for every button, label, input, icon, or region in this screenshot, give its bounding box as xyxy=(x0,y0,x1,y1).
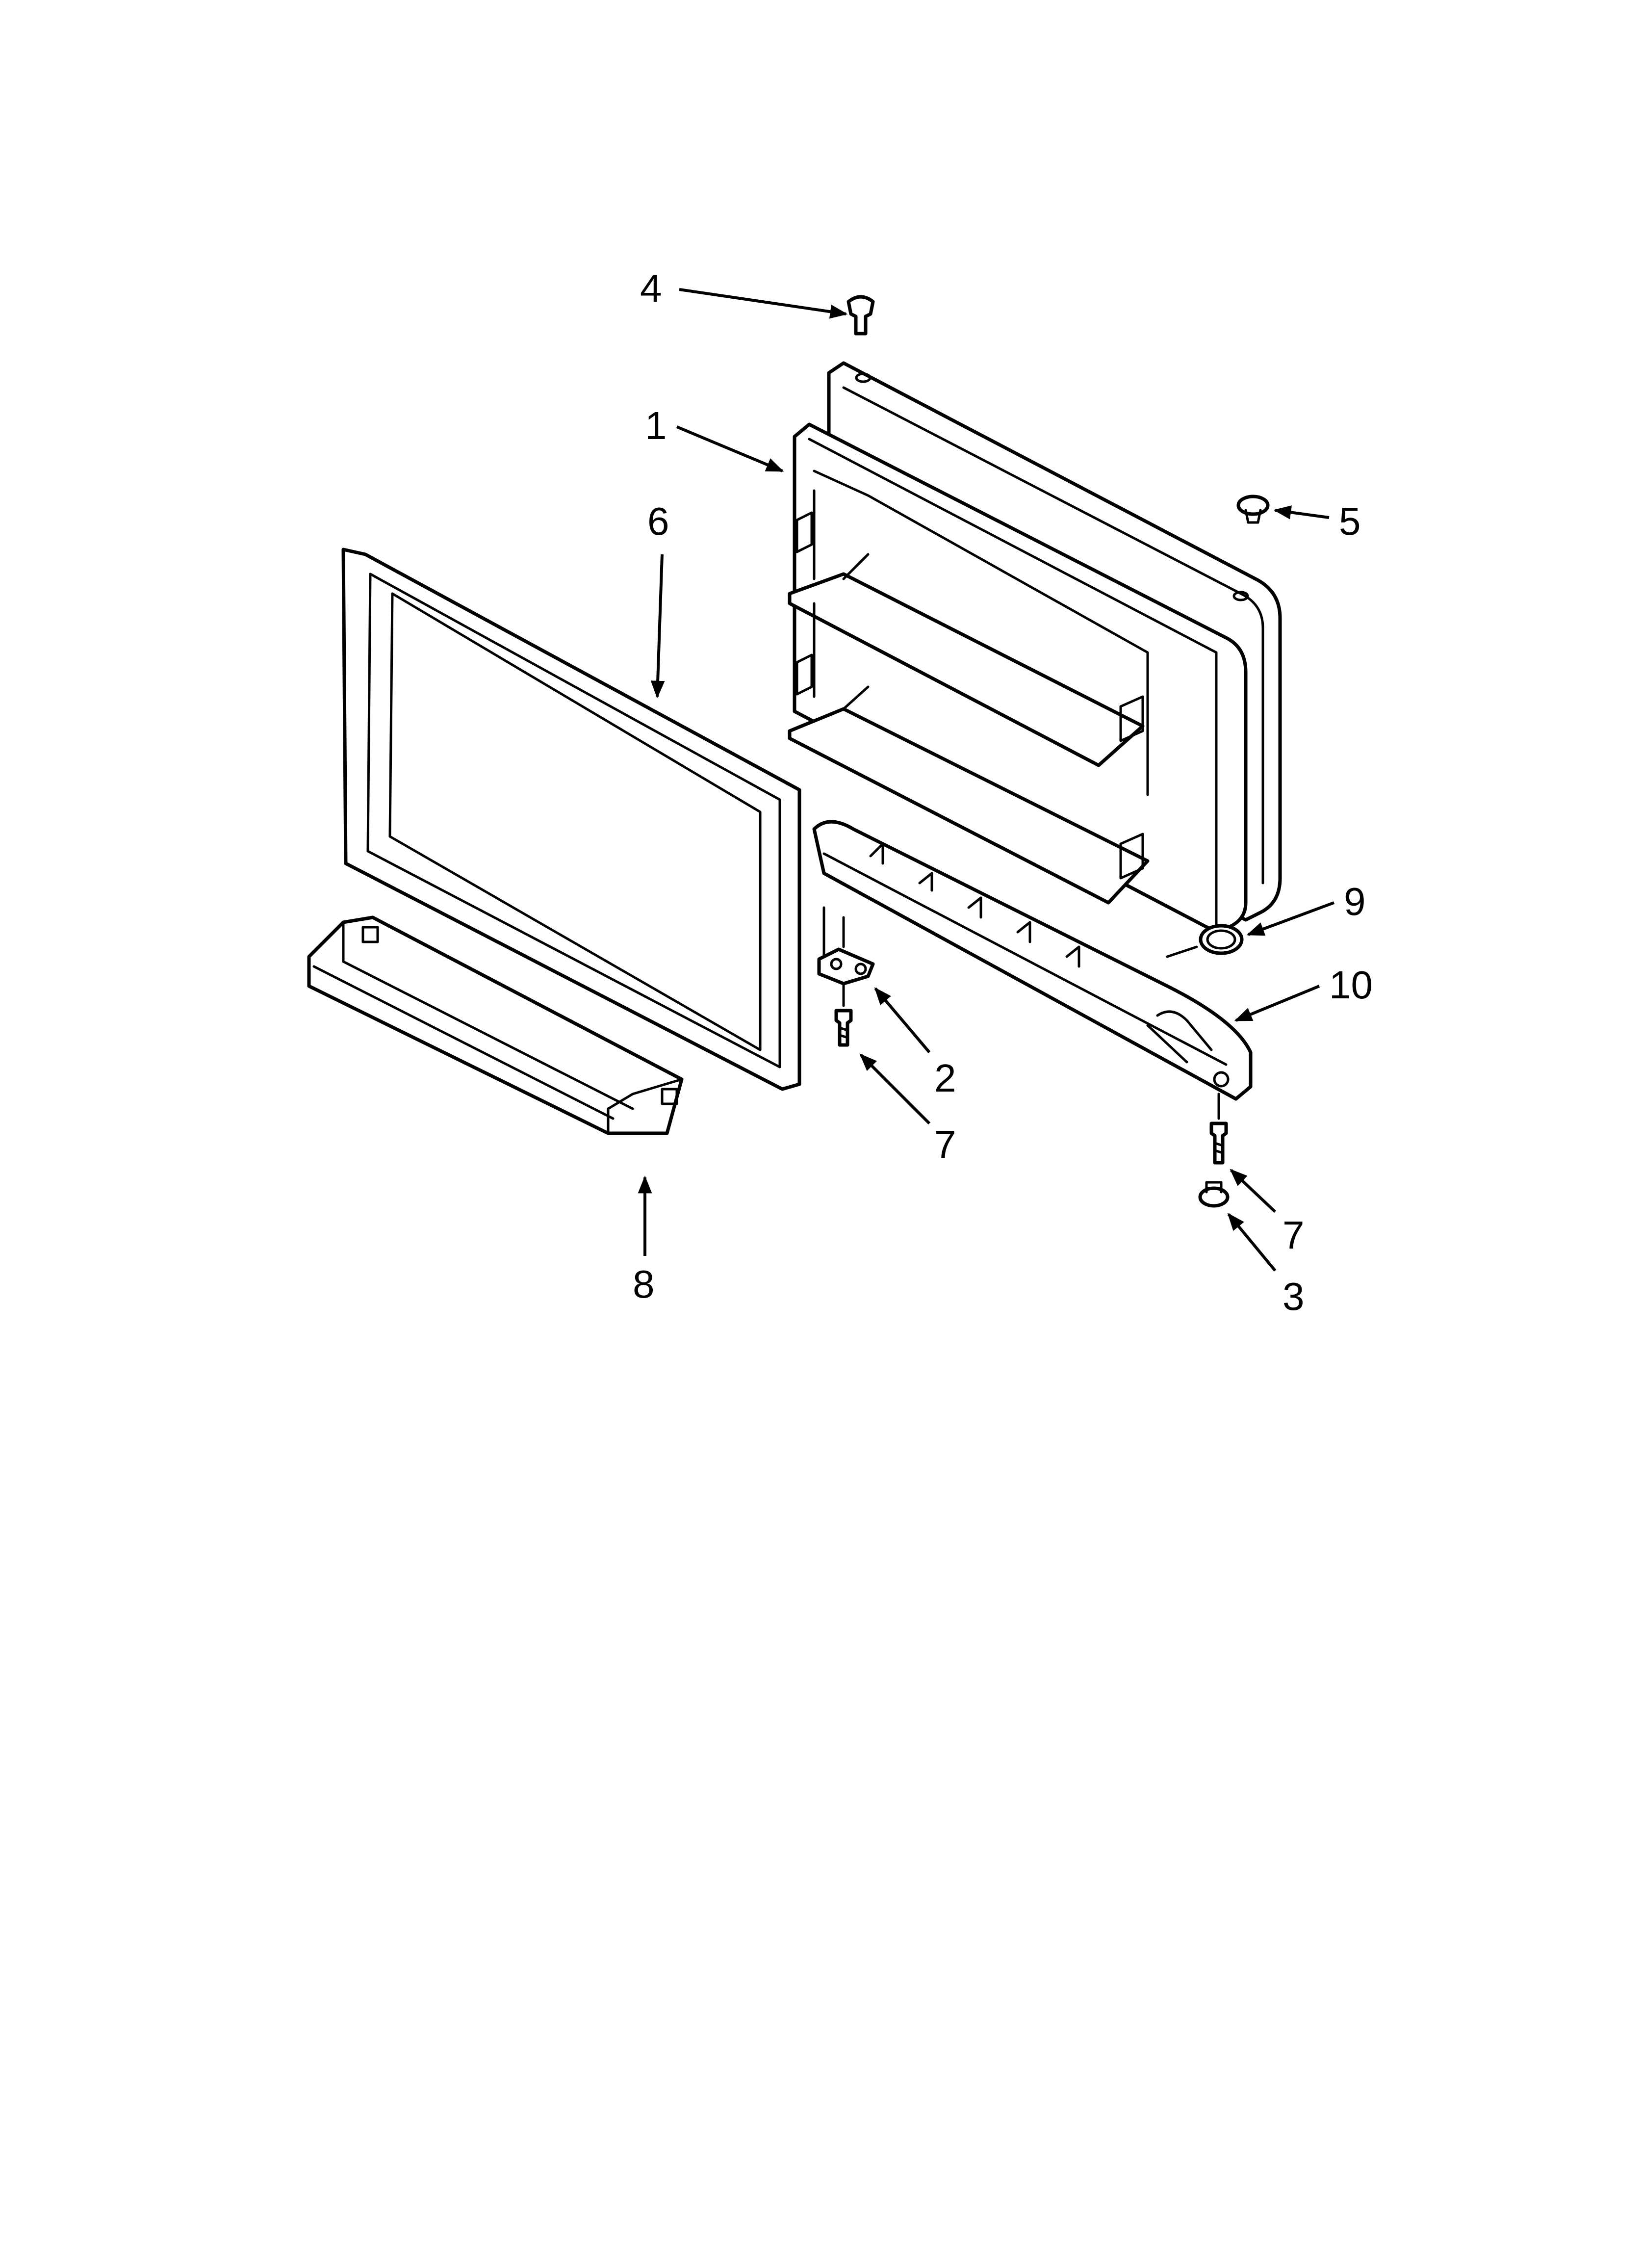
callout-1: 1 xyxy=(645,404,667,447)
door-bin-part xyxy=(307,915,684,1135)
callout-4: 4 xyxy=(640,266,662,310)
callout-9: 9 xyxy=(1344,880,1366,923)
callout-7-right: 7 xyxy=(1283,1213,1305,1257)
callout-6: 6 xyxy=(647,499,669,543)
plug-part-5 xyxy=(1236,495,1270,524)
plug-part-4 xyxy=(847,295,875,336)
callout-8: 8 xyxy=(633,1262,655,1306)
screw-part-7-left xyxy=(834,1009,853,1047)
callout-5: 5 xyxy=(1339,499,1361,543)
door-gasket-part xyxy=(341,547,801,1091)
door-handle-part xyxy=(812,820,1253,1101)
screw-part-7-right xyxy=(1209,1093,1228,1165)
callout-2: 2 xyxy=(934,1056,956,1100)
callout-3: 3 xyxy=(1283,1275,1305,1318)
hinge-bracket-part xyxy=(817,906,875,1007)
nut-part-3 xyxy=(1198,1181,1230,1208)
grommet-part xyxy=(1166,924,1244,958)
leader-lines xyxy=(638,288,1335,1272)
door-liner-part xyxy=(788,361,1282,934)
callout-7-left: 7 xyxy=(934,1122,956,1166)
callout-10: 10 xyxy=(1329,963,1373,1007)
callout-labels: 4 1 5 6 9 10 2 7 7 3 8 xyxy=(633,266,1373,1318)
